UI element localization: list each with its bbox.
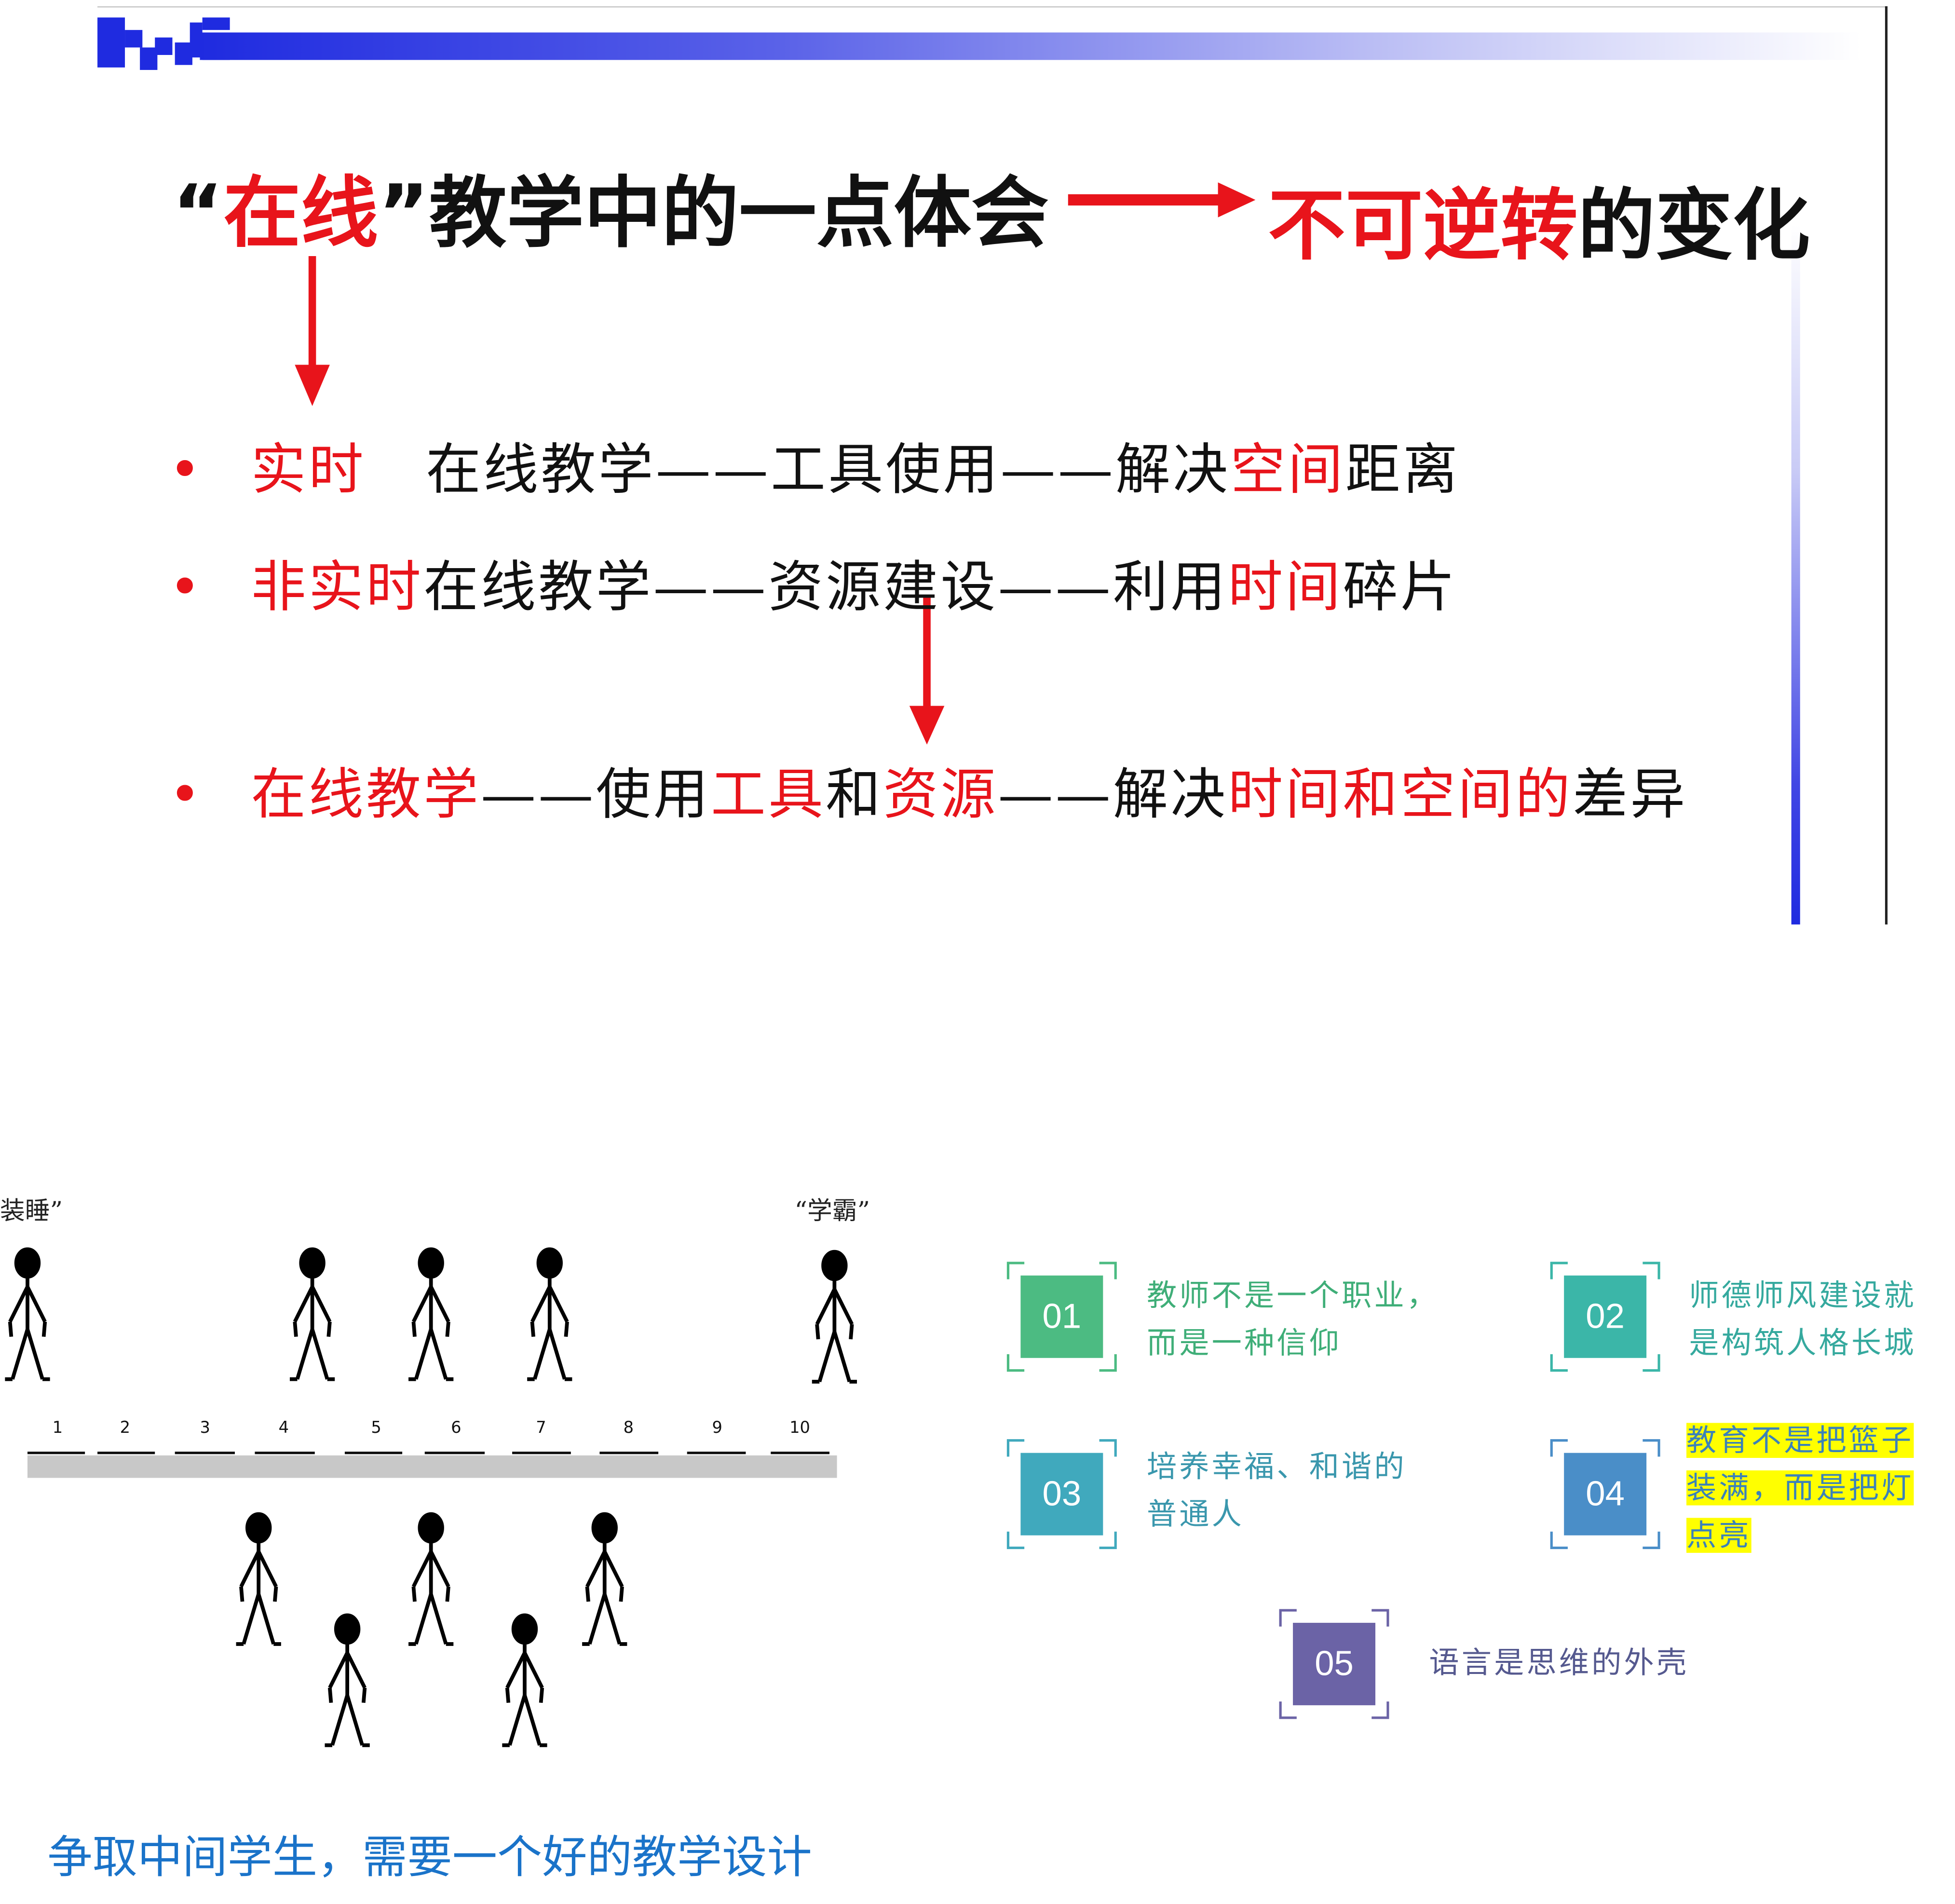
bullet-line: • 实时 在线教学——工具使用——解决空间距离 <box>169 425 1460 505</box>
principle-badge: 04 <box>1545 1434 1666 1554</box>
bullet-dot-icon: • <box>168 438 204 503</box>
badge-number: 04 <box>1564 1453 1647 1536</box>
ground-bar <box>27 1455 837 1478</box>
stick-figure-icon <box>527 1247 572 1381</box>
scale-number: 8 <box>623 1419 634 1438</box>
scale-number: 5 <box>371 1419 381 1438</box>
bullet-segment: 实时 <box>251 438 366 503</box>
down-arrow-icon <box>909 597 945 745</box>
stick-figure-icon <box>289 1247 335 1381</box>
principle-text: 师德师风建设就是构筑人格长城 <box>1689 1272 1916 1367</box>
stick-figure-icon <box>582 1512 627 1646</box>
stick-figure-icon <box>5 1247 50 1381</box>
down-arrow-icon <box>295 256 330 406</box>
slide-title: “在线”教学中的一点体会 <box>172 150 1048 262</box>
top-student-caption: “学霸” <box>794 1196 870 1226</box>
principle-line: 装满，而是把灯 <box>1686 1470 1914 1506</box>
result-title: 不可逆转的变化 <box>1268 163 1810 275</box>
principle-text: 语言是思维的外壳 <box>1429 1639 1689 1686</box>
bullet-segment: 非实时 <box>251 556 424 620</box>
bullet-segment: 碎片 <box>1343 556 1458 620</box>
stick-figure-icon <box>408 1247 454 1381</box>
scale-number: 9 <box>712 1419 722 1438</box>
bullet-segment: 工具 <box>710 763 826 827</box>
bullet-line: • 在线教学——使用工具和资源——解决时间和空间的差异 <box>169 749 1688 830</box>
stick-figure-icon <box>812 1250 857 1384</box>
bullet-segment: ——解决 <box>998 763 1228 827</box>
scale-number: 10 <box>789 1419 810 1438</box>
stick-figure-icon <box>325 1613 370 1747</box>
principle-line: 语言是思维的外壳 <box>1429 1645 1689 1681</box>
bullet-segment: ——使用 <box>481 763 711 827</box>
principle-line: 教师不是一个职业， <box>1146 1278 1439 1313</box>
scale-number: 4 <box>278 1419 289 1438</box>
bullet-dot-icon: • <box>168 763 204 827</box>
badge-number: 01 <box>1020 1275 1103 1358</box>
principle-badge: 05 <box>1274 1604 1394 1724</box>
title-quote-open: “ <box>172 167 224 259</box>
bullet-segment: 时间和空间的 <box>1228 763 1573 827</box>
title-red: 在线 <box>223 167 379 259</box>
badge-number: 03 <box>1020 1453 1103 1536</box>
principle-text: 教育不是把篮子装满，而是把灯点亮 <box>1686 1417 1914 1559</box>
bullet-line: • 非实时在线教学——资源建设——利用时间碎片 <box>169 542 1458 622</box>
right-arrow-icon <box>1068 182 1256 218</box>
principle-line: 培养幸福、和谐的 <box>1146 1449 1407 1484</box>
bullet-segment: 资源 <box>883 763 998 827</box>
principle-line: 是构筑人格长城 <box>1689 1325 1916 1360</box>
principle-line: 教育不是把篮子 <box>1686 1423 1914 1458</box>
bullet-segment: 在线教学——工具使用——解决 <box>366 438 1231 503</box>
bullet-segment: 距离 <box>1345 438 1460 503</box>
principle-badge: 01 <box>1002 1256 1122 1377</box>
stick-figure-icon <box>408 1512 454 1646</box>
sleeper-caption: 装睡” <box>0 1196 63 1226</box>
stick-figures <box>5 1247 857 1747</box>
principle-badge: 02 <box>1545 1256 1666 1377</box>
badge-number: 05 <box>1293 1622 1376 1705</box>
result-black: 的变化 <box>1577 180 1810 272</box>
side-gradient-bar <box>1791 225 1800 925</box>
principle-line: 师德师风建设就 <box>1689 1278 1916 1313</box>
stick-slide-title: 争取中间学生，需要一个好的教学设计 <box>47 1833 812 1884</box>
right-border <box>1885 6 1888 925</box>
arrows-layer <box>295 182 1256 745</box>
principle-text: 培养幸福、和谐的普通人 <box>1147 1443 1407 1538</box>
scale-number: 1 <box>52 1419 63 1438</box>
scale-number: 6 <box>451 1419 462 1438</box>
bullet-segment: 在线教学——资源建设——利用 <box>423 556 1228 620</box>
header-gradient-bar <box>200 32 1861 60</box>
principle-line: 普通人 <box>1146 1496 1245 1532</box>
stick-figure-icon <box>236 1512 281 1646</box>
title-quote-close: ” <box>378 167 429 259</box>
stick-figure-icon <box>502 1613 547 1747</box>
scale-number: 3 <box>200 1419 210 1438</box>
principle-line: 而是一种信仰 <box>1146 1325 1342 1360</box>
top-divider <box>97 6 1887 8</box>
principle-line: 点亮 <box>1686 1518 1751 1553</box>
badge-number: 02 <box>1564 1275 1647 1358</box>
title-rest: 教学中的一点体会 <box>429 167 1049 259</box>
scale-number: 7 <box>536 1419 546 1438</box>
principle-badge: 03 <box>1002 1434 1122 1554</box>
result-red: 不可逆转 <box>1268 180 1578 272</box>
bullet-dot-icon: • <box>168 556 204 620</box>
principle-text: 教师不是一个职业， 而是一种信仰 <box>1147 1272 1439 1367</box>
bullet-segment: 空间 <box>1230 438 1345 503</box>
bullet-segment: 差异 <box>1573 763 1688 827</box>
bullet-segment: 时间 <box>1228 556 1343 620</box>
bullet-segment: 在线教学 <box>251 763 481 827</box>
bullet-segment: 和 <box>826 763 883 827</box>
online-teaching-slide: “在线”教学中的一点体会 不可逆转的变化 • 实时 在线教学——工具使用——解决空… <box>0 0 1955 931</box>
scale-number: 2 <box>120 1419 131 1438</box>
